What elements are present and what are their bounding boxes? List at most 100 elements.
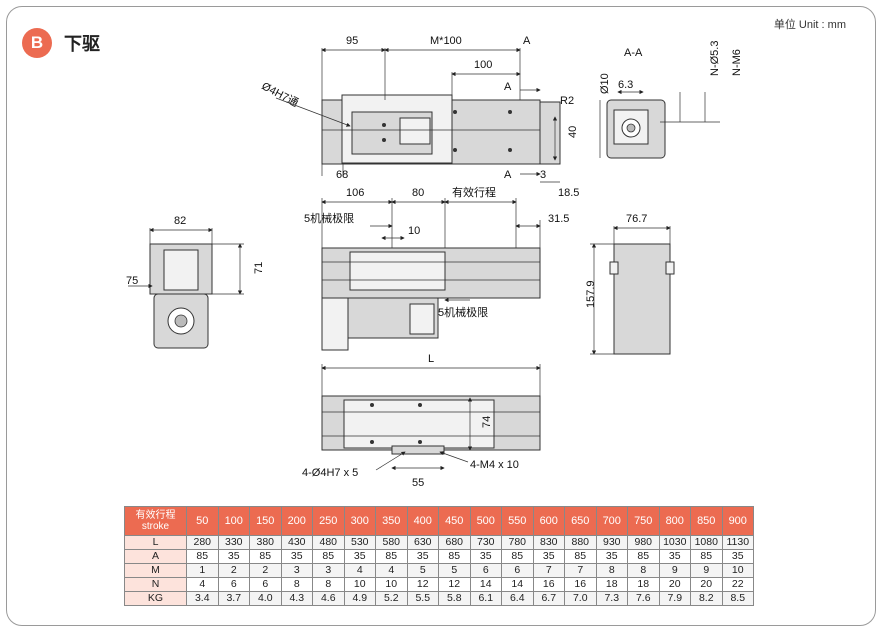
spec-cell: 35: [532, 549, 565, 564]
stroke-header-cell: 650: [564, 506, 597, 536]
spec-cell: 35: [658, 549, 691, 564]
spec-cell: 430: [280, 535, 313, 550]
spec-row-label: M: [124, 563, 187, 578]
spec-cell: 35: [721, 549, 754, 564]
spec-cell: 6.4: [501, 591, 534, 606]
hole-through-label: Ø4H7通: [260, 79, 301, 109]
stroke-header-cell: 600: [532, 506, 565, 536]
spec-cell: 85: [186, 549, 219, 564]
spec-cell: 880: [564, 535, 597, 550]
dim-40: 40: [567, 126, 579, 138]
stroke-header-cell: 800: [658, 506, 691, 536]
dim-71: 71: [253, 262, 265, 274]
spec-cell: 5: [406, 563, 439, 578]
dim-80: 80: [412, 187, 424, 199]
spec-cell: 10: [721, 563, 754, 578]
stroke-header-cn: 有效行程: [135, 510, 176, 521]
stroke-header-cell: 350: [375, 506, 408, 536]
spec-cell: 330: [217, 535, 250, 550]
spec-row-label: A: [124, 549, 187, 564]
dim-a-top: A: [523, 35, 531, 47]
dim-phi-10: Ø10: [599, 73, 611, 94]
spec-cell: 4.3: [280, 591, 313, 606]
stroke-header-cell: 250: [312, 506, 345, 536]
spec-cell: 85: [564, 549, 597, 564]
dim-68: 68: [336, 169, 348, 181]
spec-cell: 930: [595, 535, 628, 550]
spec-cell: 8: [312, 577, 345, 592]
spec-cell: 630: [406, 535, 439, 550]
spec-cell: 3: [280, 563, 313, 578]
spec-cell: 980: [627, 535, 660, 550]
dim-stroke: 有效行程: [452, 185, 496, 199]
stroke-header-cell: 500: [469, 506, 502, 536]
spec-cell: 4.9: [343, 591, 376, 606]
dim-3: 3: [540, 169, 546, 181]
spec-cell: 4: [343, 563, 376, 578]
dim-10: 10: [408, 225, 420, 237]
dim-l: L: [428, 353, 434, 365]
spec-cell: 18: [627, 577, 660, 592]
bottom-view: L 74 4-Ø4H7 x 5 4-M4 x 10 55: [302, 353, 541, 489]
section-badge: B: [22, 28, 52, 58]
spec-cell: 8: [595, 563, 628, 578]
spec-cell: 12: [438, 577, 471, 592]
dim-18-5: 18.5: [558, 187, 579, 199]
spec-cell: 35: [406, 549, 439, 564]
spec-cell: 9: [690, 563, 723, 578]
dim-r2: R2: [560, 95, 574, 107]
stroke-header-cell: 150: [249, 506, 282, 536]
spec-cell: 85: [501, 549, 534, 564]
dim-75: 75: [126, 275, 138, 287]
spec-cell: 14: [501, 577, 534, 592]
dim-55: 55: [412, 477, 424, 489]
spec-cell: 85: [249, 549, 282, 564]
stroke-header-cell: 400: [406, 506, 439, 536]
spec-cell: 530: [343, 535, 376, 550]
spec-cell: 85: [690, 549, 723, 564]
hole-label: 4-Ø4H7 x 5: [302, 467, 358, 479]
dim-157-9: 157.9: [585, 280, 597, 308]
spec-cell: 22: [721, 577, 754, 592]
spec-cell: 16: [532, 577, 565, 592]
spec-cell: 1: [186, 563, 219, 578]
spec-cell: 10: [343, 577, 376, 592]
spec-cell: 730: [469, 535, 502, 550]
dim-a-bottom: A: [504, 169, 512, 181]
spec-cell: 6: [249, 577, 282, 592]
spec-cell: 6: [217, 577, 250, 592]
section-title: A-A: [624, 47, 643, 59]
dim-a-mid: A: [504, 81, 512, 93]
spec-cell: 35: [343, 549, 376, 564]
spec-cell: 35: [280, 549, 313, 564]
spec-cell: 5.8: [438, 591, 471, 606]
spec-cell: 4.0: [249, 591, 282, 606]
spec-cell: 6.7: [532, 591, 565, 606]
unit-note: 单位 Unit : mm: [773, 19, 846, 31]
panel-frame: [6, 6, 876, 626]
spec-cell: 580: [375, 535, 408, 550]
spec-cell: 4.6: [312, 591, 345, 606]
stroke-header-cell: 200: [280, 506, 313, 536]
spec-cell: 4: [186, 577, 219, 592]
spec-cell: 18: [595, 577, 628, 592]
spec-cell: 7.9: [658, 591, 691, 606]
dim-106: 106: [346, 187, 364, 199]
dim-m100: M*100: [430, 35, 462, 47]
stroke-header-cell: 550: [501, 506, 534, 536]
top-view: 95 M*100 A 100 A Ø4H7通 R2 40 68 A 3 18.5: [260, 35, 580, 199]
dim-n-phi-5-3: N-Ø5.3: [709, 41, 721, 76]
section-title: 下驱: [64, 34, 100, 54]
spec-cell: 3.4: [186, 591, 219, 606]
spec-row-label: L: [124, 535, 187, 550]
spec-cell: 280: [186, 535, 219, 550]
spec-cell: 3: [312, 563, 345, 578]
spec-cell: 680: [438, 535, 471, 550]
spec-cell: 9: [658, 563, 691, 578]
